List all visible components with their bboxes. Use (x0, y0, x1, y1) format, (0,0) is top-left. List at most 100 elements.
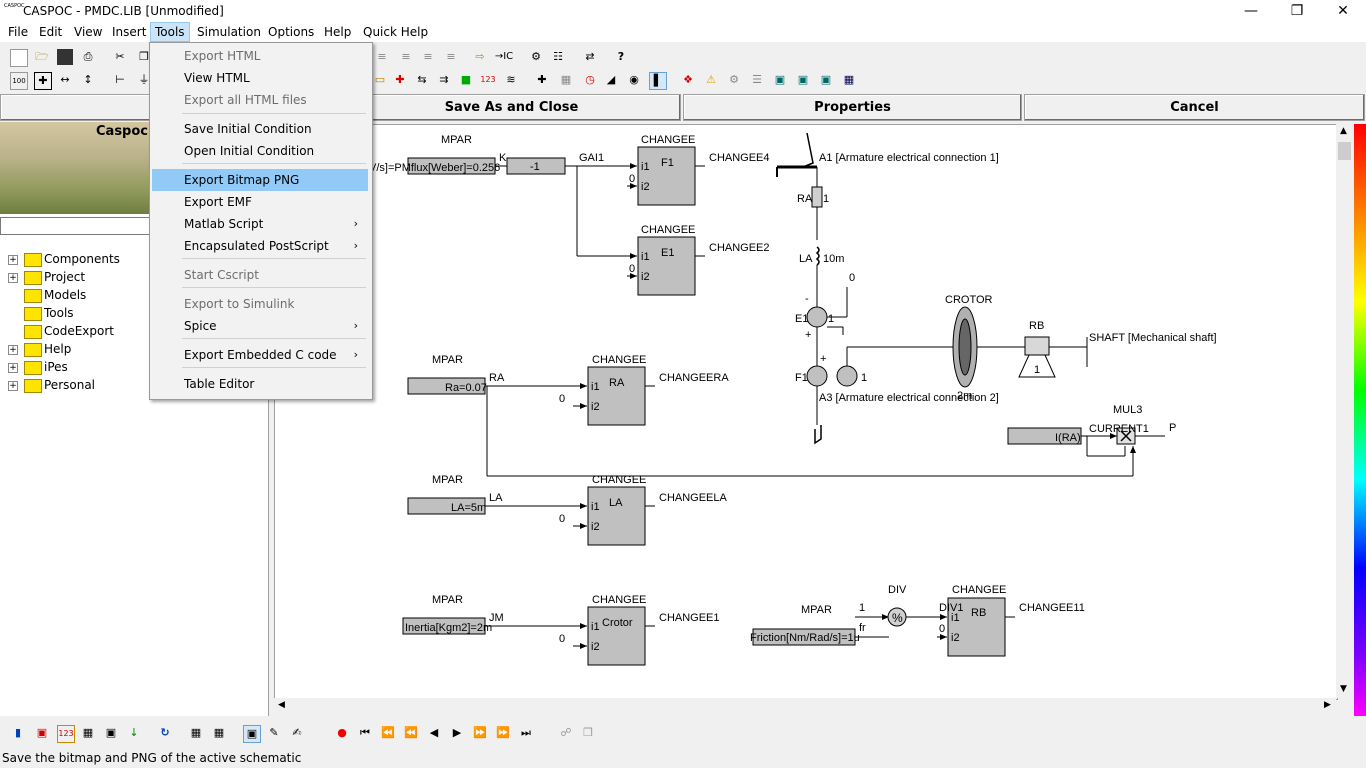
tree-item-project[interactable]: +Project (8, 269, 258, 287)
app-icon[interactable]: CASPOC (4, 3, 25, 9)
open-folder-icon[interactable]: 🗁 (35, 50, 49, 63)
align-center-icon[interactable]: ≡ (423, 50, 433, 63)
menu-item-table-editor[interactable]: Table Editor (152, 373, 368, 395)
resistor-icon[interactable]: ▭ (374, 73, 386, 86)
scroll-up-icon[interactable]: ▲ (1340, 126, 1347, 136)
record-icon[interactable]: ● (337, 726, 347, 739)
align-left-icon[interactable]: ≡ (401, 50, 411, 63)
tree-item-help[interactable]: +Help (8, 341, 258, 359)
menu-item-matlab-script[interactable]: Matlab Script› (152, 213, 368, 235)
maximize-icon[interactable]: ❐ (1290, 3, 1304, 19)
lock-icon[interactable]: ☷ (553, 50, 563, 63)
arrow-right-icon[interactable]: ⇨ (475, 50, 485, 63)
schematic-canvas[interactable]: MPAR V/s]=PMflux[Weber]=0.256 K -1 GAI1 … (274, 124, 1338, 700)
panel-splitter[interactable] (269, 122, 274, 716)
clock-icon[interactable]: ◷ (585, 73, 595, 86)
link-icon[interactable]: ☍ (560, 726, 572, 739)
menu-item-save-initial-condition[interactable]: Save Initial Condition (152, 118, 368, 140)
chip-1-icon[interactable]: ▣ (774, 73, 786, 86)
scope-icon[interactable]: ≋ (506, 73, 516, 86)
diode-icon[interactable]: ⇉ (439, 73, 449, 86)
menu-item-export-emf[interactable]: Export EMF (152, 191, 368, 213)
save-disk-icon[interactable] (57, 49, 73, 65)
menu-quick-help[interactable]: Quick Help (363, 25, 429, 39)
paint-icon[interactable]: ✎ (269, 726, 279, 739)
windows-icon[interactable]: ▦ (190, 726, 202, 739)
cancel-button[interactable]: Cancel (1024, 94, 1365, 121)
windows2-icon[interactable]: ▦ (213, 726, 225, 739)
value-icon[interactable]: 123 (57, 725, 75, 743)
menu-options[interactable]: Options (268, 25, 315, 39)
forward-icon[interactable]: ⏩ (473, 726, 487, 739)
save-as-close-button[interactable]: Save As and Close (342, 94, 681, 121)
expand-icon[interactable]: + (8, 363, 18, 373)
tree-item-components[interactable]: +Components (8, 251, 258, 269)
menu-item-open-initial-condition[interactable]: Open Initial Condition (152, 140, 368, 162)
block-red-icon[interactable]: ▣ (36, 726, 48, 739)
step-back-icon[interactable]: ◀ (429, 726, 439, 739)
down-arrow-icon[interactable]: ↓ (129, 726, 139, 739)
zoom-width-icon[interactable]: ↔ (60, 73, 70, 86)
skip-end-icon[interactable]: ⏭ (521, 726, 531, 739)
ic-icon[interactable]: →IC (494, 51, 514, 62)
horizontal-scrollbar[interactable]: ◀ ▶ (274, 698, 1336, 715)
menu-item-export-bitmap-png[interactable]: Export Bitmap PNG (152, 169, 368, 191)
menu-help[interactable]: Help (324, 25, 352, 39)
constant-icon[interactable]: 123 (480, 75, 496, 84)
color-icon[interactable]: ◉ (629, 73, 639, 86)
properties-button[interactable]: Properties (683, 94, 1022, 121)
copy-window-icon[interactable]: ❐ (583, 726, 593, 739)
menu-view[interactable]: View (74, 25, 103, 39)
menu-item-view-html[interactable]: View HTML (152, 67, 368, 89)
rewind-icon[interactable]: ⏪ (404, 726, 418, 739)
menu-simulation[interactable]: Simulation (197, 25, 261, 39)
menu-item-encapsulated-postscript[interactable]: Encapsulated PostScript› (152, 235, 368, 257)
print-icon[interactable]: ⎙ (83, 50, 93, 63)
matrix-icon[interactable]: ▦ (82, 726, 94, 739)
warning-icon[interactable]: ⚠ (706, 73, 716, 86)
scroll-left-icon[interactable]: ◀ (278, 700, 285, 710)
menu-tools[interactable]: Tools (150, 22, 190, 42)
expand-icon[interactable]: + (8, 255, 18, 265)
cross-icon[interactable]: ✚ (537, 73, 547, 86)
tree-item-models[interactable]: Models (8, 287, 258, 305)
tree-item-ipes[interactable]: +iPes (8, 359, 258, 377)
menu-file[interactable]: File (8, 25, 29, 39)
help-icon[interactable]: ? (617, 50, 625, 63)
chip-2-icon[interactable]: ▣ (797, 73, 809, 86)
vertical-scrollbar[interactable]: ▲ ▼ (1336, 124, 1353, 698)
tree-item-codeexport[interactable]: CodeExport (8, 323, 258, 341)
fill-icon[interactable]: ◢ (606, 73, 616, 86)
new-file-icon[interactable] (10, 49, 28, 67)
grid-icon[interactable]: ▦ (560, 73, 572, 86)
close-icon[interactable]: ✕ (1337, 3, 1349, 19)
scroll-right-icon[interactable]: ▶ (1324, 700, 1331, 710)
cut-icon[interactable]: ✂ (115, 50, 125, 63)
zoom-fit-icon[interactable]: ✚ (34, 72, 52, 90)
menu-insert[interactable]: Insert (112, 25, 147, 39)
switch-icon[interactable]: ⇆ (417, 73, 427, 86)
probe-icon[interactable]: ✚ (395, 73, 405, 86)
schematic-diagram[interactable]: MPAR V/s]=PMflux[Weber]=0.256 K -1 GAI1 … (275, 125, 1337, 699)
menu-item-export-embedded-c-code[interactable]: Export Embedded C code› (152, 344, 368, 366)
expand-icon[interactable]: + (8, 381, 18, 391)
menu-edit[interactable]: Edit (39, 25, 63, 39)
swap-icon[interactable]: ⇄ (585, 50, 595, 63)
table-icon[interactable]: ▦ (843, 73, 855, 86)
brush-icon[interactable]: ✍ (292, 726, 302, 739)
tree-item-tools[interactable]: Tools (8, 305, 258, 323)
fast-forward-icon[interactable]: ⏩ (496, 726, 510, 739)
skip-start-icon[interactable]: ⏮ (360, 726, 370, 739)
node-icon[interactable]: ⊢ (115, 73, 125, 86)
tree-item-personal[interactable]: +Personal (8, 377, 258, 395)
play-icon[interactable]: ▶ (452, 726, 462, 739)
align-icon[interactable]: ≡ (377, 50, 387, 63)
zoom-100-icon[interactable]: 100 (10, 72, 28, 90)
minimize-icon[interactable]: — (1244, 3, 1258, 19)
zoom-height-icon[interactable]: ↕ (83, 73, 93, 86)
expand-icon[interactable]: + (8, 273, 18, 283)
vertical-scroll-thumb[interactable] (1338, 142, 1351, 160)
block-icon[interactable]: ■ (460, 73, 472, 86)
chip-3-icon[interactable]: ▣ (820, 73, 832, 86)
network-icon[interactable]: ❖ (683, 73, 693, 86)
